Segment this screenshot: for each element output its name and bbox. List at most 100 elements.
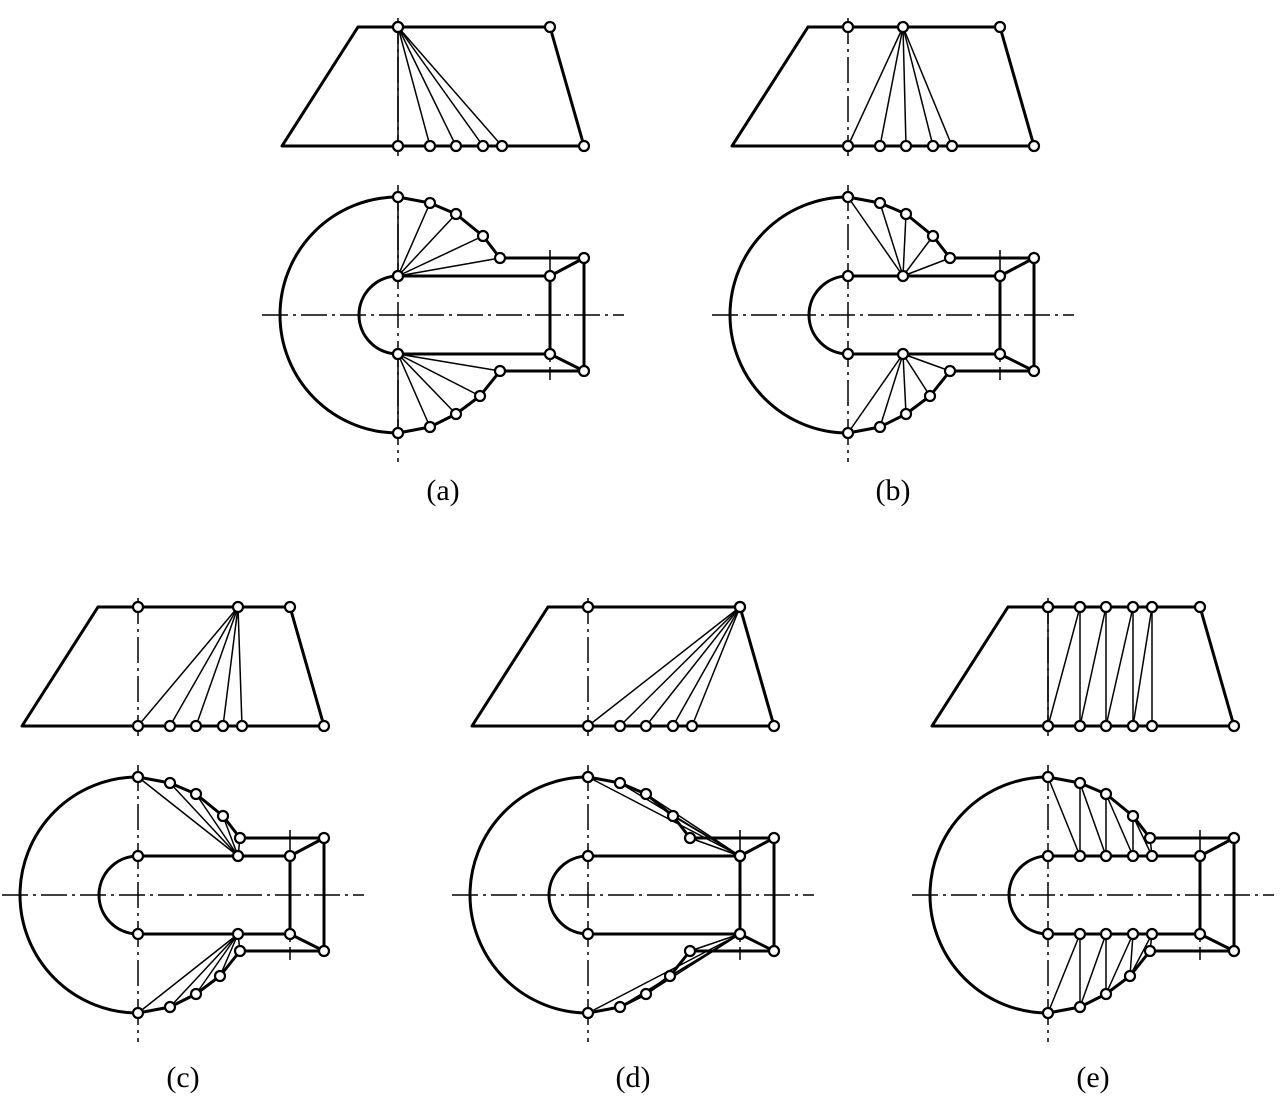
plan-inner-left-upper-point	[391, 269, 405, 283]
front-bottom-point	[685, 719, 699, 733]
plan-inner-right-upper-point	[283, 849, 297, 863]
plan-diagonal-lower	[1047, 933, 1081, 1014]
panel-c	[2, 598, 364, 1042]
front-bottom-point	[899, 139, 913, 153]
plan-lower-arc-point	[493, 364, 507, 378]
plan-generator-lower	[137, 933, 239, 1014]
plan-outer-right-upper-point	[1027, 251, 1041, 265]
front-bottom-point	[1145, 719, 1159, 733]
plan-generator-upper	[902, 257, 951, 277]
front-bottom-point	[495, 139, 509, 153]
inner-lower-point	[1099, 927, 1113, 941]
plan-lower-arc-point	[1143, 944, 1157, 958]
plan-outer-right-lower-point	[1027, 364, 1041, 378]
panel-label-e: (e)	[1076, 1061, 1109, 1094]
front-generator-line	[902, 26, 934, 147]
plan-generator-lower	[902, 353, 931, 397]
plan-inner-left-lower-point	[841, 347, 855, 361]
front-generator-line	[397, 26, 484, 147]
front-view-outline	[280, 25, 586, 148]
plan-outer-right-lower-point	[577, 364, 591, 378]
plan-generator-upper	[169, 782, 239, 857]
plan-lower-arc-point	[233, 944, 247, 958]
panel-d	[452, 598, 814, 1042]
panel-label-a: (a)	[426, 474, 459, 507]
plan-upper-arc-point	[1143, 831, 1157, 845]
front-top-point	[1073, 600, 1087, 614]
plan-upper-arc-point	[1073, 776, 1087, 790]
plan-generator-lower	[169, 933, 239, 1008]
plan-lower-arc-point	[1099, 987, 1113, 1001]
plan-generator-upper	[902, 213, 907, 277]
plan-generator-upper	[847, 196, 904, 277]
front-generator-line	[902, 26, 907, 147]
plan-upper-arc-point	[189, 787, 203, 801]
front-view-outline	[470, 605, 776, 728]
plan-upper-arc-point	[1099, 787, 1113, 801]
plan-inner-right-upper-point	[733, 849, 747, 863]
plan-outer-right-upper-point	[577, 251, 591, 265]
plan-generator-upper	[879, 202, 904, 277]
corner-edge-bottom	[1198, 932, 1236, 953]
front-bottom-point	[873, 139, 887, 153]
plan-lower-arc-point	[943, 364, 957, 378]
plan-inner-right-lower-point	[1193, 927, 1207, 941]
plan-inner-right-upper-point	[993, 269, 1007, 283]
plan-inner-right-lower-point	[733, 927, 747, 941]
front-generator-line	[195, 606, 239, 727]
front-generator-line	[691, 606, 741, 727]
plan-upper-arc-point	[163, 776, 177, 790]
front-top-point	[1126, 600, 1140, 614]
front-top-point	[1145, 600, 1159, 614]
corner-edge-bottom	[738, 932, 776, 953]
plan-generator-lower	[669, 933, 741, 977]
inner-lower-point	[1073, 927, 1087, 941]
plan-upper-arc-point	[639, 787, 653, 801]
plan-upper-arc-point	[216, 809, 230, 823]
corner-edge-top	[288, 836, 326, 858]
inner-upper-point	[1126, 849, 1140, 863]
panel-label-c: (c)	[166, 1061, 199, 1094]
plan-generator-upper	[397, 235, 484, 277]
plan-lower-arc-point	[899, 407, 913, 421]
plan-inner-right-upper-point	[543, 269, 557, 283]
front-generator-line	[137, 606, 239, 727]
plan-outer-right-upper-point	[317, 831, 331, 845]
front-bottom-point	[1041, 719, 1055, 733]
front-generator-line	[645, 606, 741, 727]
plan-inner-left-lower-point	[1041, 927, 1055, 941]
front-top-point	[1099, 600, 1113, 614]
plan-diagonal-lower	[1105, 933, 1134, 995]
plan-upper-arc-point	[423, 196, 437, 210]
plan-inner-right-upper-point	[1193, 849, 1207, 863]
front-top-left-point	[581, 600, 595, 614]
front-top-left-point	[391, 20, 405, 34]
panel-label-b: (b)	[876, 474, 911, 507]
plan-lower-arc-point	[1073, 1000, 1087, 1014]
plan-generator-upper	[137, 776, 239, 857]
panel-a	[262, 18, 624, 462]
plan-generator-lower	[847, 353, 904, 434]
plan-lower-arc-point	[581, 1006, 595, 1020]
plan-diagonal-lower	[1129, 933, 1153, 977]
plan-upper-arc-point	[873, 196, 887, 210]
plan-generator-lower	[902, 353, 951, 372]
plan-lower-arc-point	[423, 420, 437, 434]
plan-inner-left-upper-point	[581, 849, 595, 863]
plan-inner-right-lower-point	[283, 927, 297, 941]
plan-upper-arc-point	[926, 229, 940, 243]
plan-inner-right-lower-point	[543, 347, 557, 361]
front-bottom-point	[216, 719, 230, 733]
inner-upper-point	[1099, 849, 1113, 863]
plan-generator-lower	[195, 933, 239, 995]
front-bottom-point	[945, 139, 959, 153]
corner-edge-bottom	[998, 352, 1036, 373]
front-bottom-right-point	[1027, 139, 1041, 153]
plan-generator-lower	[219, 933, 239, 977]
plan-lower-arc-point	[449, 407, 463, 421]
plan-outer-right-lower-point	[1227, 944, 1241, 958]
plan-upper-arc-point	[683, 831, 697, 845]
plan-generator-lower	[397, 353, 481, 397]
plan-generator-lower	[397, 353, 457, 415]
